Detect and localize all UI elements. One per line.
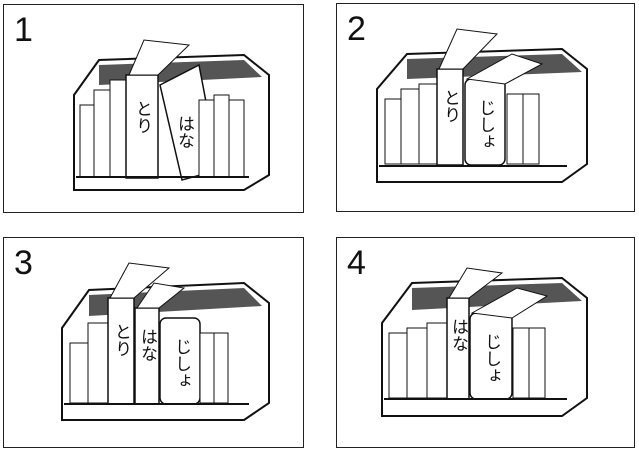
panel-number: 3	[14, 244, 33, 282]
option-panel-2[interactable]: 2 とり じしょ	[336, 3, 635, 212]
book-label-tori: とり	[132, 100, 152, 134]
panel-number: 1	[14, 11, 33, 49]
book-label-hana: はな	[174, 115, 194, 149]
book-label-tori: とり	[111, 323, 131, 357]
book-label-jisho: じしょ	[481, 333, 501, 384]
option-panel-4[interactable]: 4 はな じしょ	[336, 237, 635, 448]
panel-number: 4	[347, 244, 366, 282]
bookshelf-illustration: とり じしょ	[376, 28, 588, 183]
book-label-tori: とり	[440, 89, 460, 123]
book-label-hana: はな	[137, 328, 157, 362]
book-label-hana: はな	[448, 318, 468, 352]
option-panel-3[interactable]: 3 とり はな じしょ	[3, 237, 304, 448]
book-label-jisho: じしょ	[171, 338, 191, 389]
book-label-jisho: じしょ	[475, 99, 495, 150]
bookshelf-illustration: とり はな じしょ	[61, 262, 270, 421]
bookshelf-illustration: とり はな	[73, 39, 270, 191]
panel-number: 2	[347, 10, 366, 48]
bookshelf-illustration: はな じしょ	[381, 267, 588, 417]
option-panel-1[interactable]: 1 とり はな	[3, 4, 304, 213]
